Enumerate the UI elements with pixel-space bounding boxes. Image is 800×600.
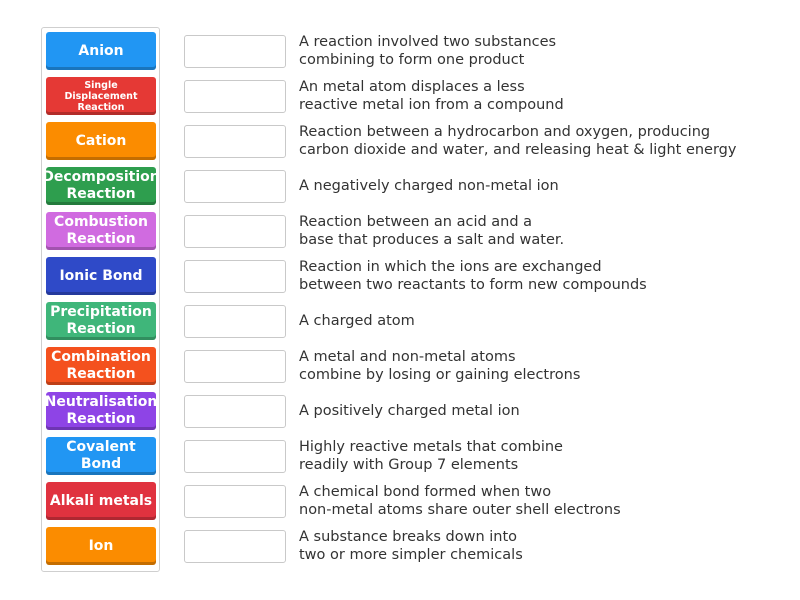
answer-drop-slot[interactable] xyxy=(184,305,286,338)
definition-line: A reaction involved two substances xyxy=(299,34,557,50)
definition-text: A substance breaks down into two or more … xyxy=(299,528,779,564)
draggable-tile[interactable]: Cation xyxy=(46,122,156,160)
answer-drop-slot[interactable] xyxy=(184,215,286,248)
answer-drop-slot[interactable] xyxy=(184,260,286,293)
answer-drop-slot[interactable] xyxy=(184,125,286,158)
definition-line: reactive metal ion from a compound xyxy=(299,97,564,113)
definition-text: A chemical bond formed when two non-metal… xyxy=(299,483,779,519)
definition-line: between two reactants to form new compou… xyxy=(299,277,647,293)
definition-line: readily with Group 7 elements xyxy=(299,457,519,473)
definition-line: base that produces a salt and water. xyxy=(299,232,565,248)
definition-text: Reaction between an acid and a base that … xyxy=(299,213,779,249)
definition-text: Reaction between a hydrocarbon and oxyge… xyxy=(299,123,779,159)
draggable-tile[interactable]: Decomposition Reaction xyxy=(42,167,160,205)
draggable-tile[interactable]: Combustion Reaction xyxy=(46,212,156,250)
definition-line: Reaction in which the ions are exchanged xyxy=(299,259,602,275)
draggable-tile[interactable]: Ionic Bond xyxy=(46,257,156,295)
definition-line: non-metal atoms share outer shell electr… xyxy=(299,502,621,518)
definition-text: An metal atom displaces a less reactive m… xyxy=(299,78,779,114)
definition-line: A positively charged metal ion xyxy=(299,403,520,419)
definition-line: A negatively charged non-metal ion xyxy=(299,178,559,194)
definition-line: A chemical bond formed when two xyxy=(299,484,552,500)
answer-drop-slot[interactable] xyxy=(184,170,286,203)
definition-line: A metal and non-metal atoms xyxy=(299,349,516,365)
definition-text: A reaction involved two substances combin… xyxy=(299,33,779,69)
draggable-tile[interactable]: Combination Reaction xyxy=(46,347,156,385)
definition-line: Highly reactive metals that combine xyxy=(299,439,563,455)
definition-line: Reaction between a hydrocarbon and oxyge… xyxy=(299,124,711,140)
definition-line: combine by losing or gaining electrons xyxy=(299,367,581,383)
definition-text: A positively charged metal ion xyxy=(299,402,779,420)
draggable-tile[interactable]: Precipitation Reaction xyxy=(46,302,156,340)
answer-drop-slot[interactable] xyxy=(184,35,286,68)
definition-line: combining to form one product xyxy=(299,52,525,68)
answer-drop-slot[interactable] xyxy=(184,80,286,113)
definition-text: A metal and non-metal atoms combine by lo… xyxy=(299,348,779,384)
draggable-tile[interactable]: Neutralisation Reaction xyxy=(45,392,157,430)
draggable-tile[interactable]: Ion xyxy=(46,527,156,565)
answer-drop-slot[interactable] xyxy=(184,440,286,473)
draggable-tile[interactable]: Single Displacement Reaction xyxy=(46,77,156,115)
definition-line: A charged atom xyxy=(299,313,415,329)
definition-line: Reaction between an acid and a xyxy=(299,214,533,230)
definition-line: carbon dioxide and water, and releasing … xyxy=(299,142,737,158)
tile-panel xyxy=(41,27,160,572)
answer-drop-slot[interactable] xyxy=(184,485,286,518)
definition-line: two or more simpler chemicals xyxy=(299,547,523,563)
definition-text: Reaction in which the ions are exchanged… xyxy=(299,258,779,294)
definition-line: An metal atom displaces a less xyxy=(299,79,525,95)
definition-line: A substance breaks down into xyxy=(299,529,518,545)
draggable-tile[interactable]: Alkali metals xyxy=(46,482,156,520)
draggable-tile[interactable]: Covalent Bond xyxy=(46,437,156,475)
definition-text: A negatively charged non-metal ion xyxy=(299,177,779,195)
answer-drop-slot[interactable] xyxy=(184,530,286,563)
definition-text: Highly reactive metals that combine readi… xyxy=(299,438,779,474)
answer-drop-slot[interactable] xyxy=(184,350,286,383)
draggable-tile[interactable]: Anion xyxy=(46,32,156,70)
definition-text: A charged atom xyxy=(299,312,779,330)
answer-drop-slot[interactable] xyxy=(184,395,286,428)
